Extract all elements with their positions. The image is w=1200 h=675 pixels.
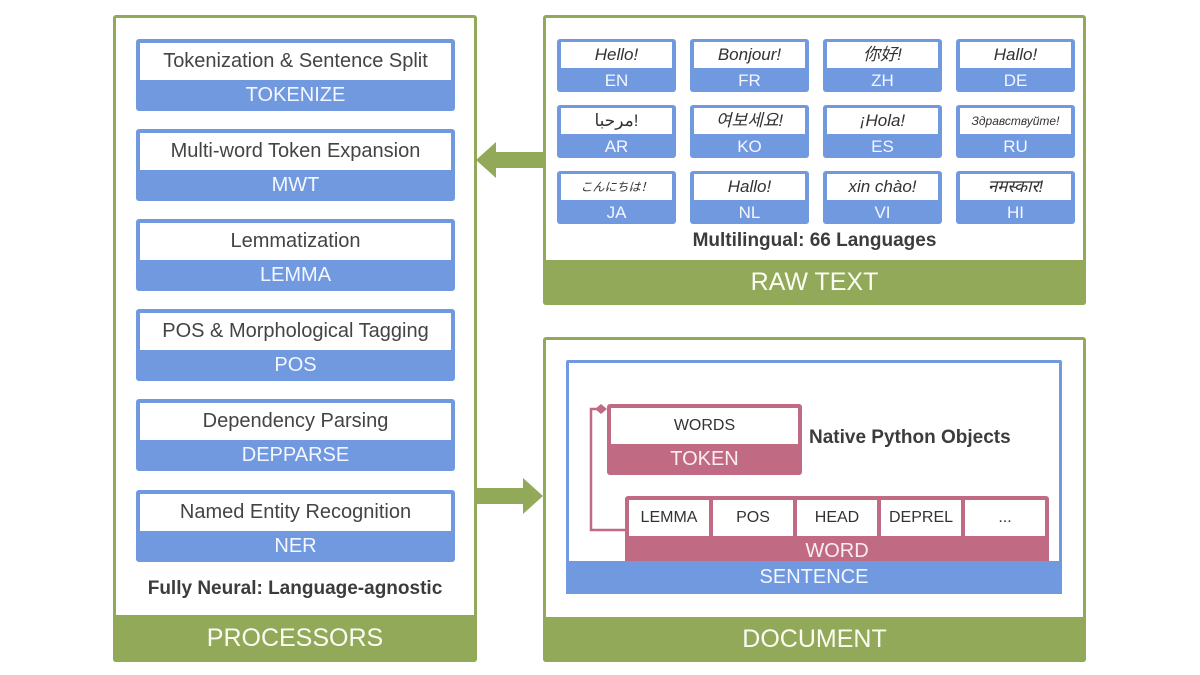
- sentence-box: WORDS TOKEN Native Python Objects LEMMA …: [566, 360, 1062, 594]
- greeting: Hello!: [561, 42, 672, 68]
- language-tile-ar: مرحبا! AR: [557, 105, 676, 158]
- greeting: مرحبا!: [561, 108, 672, 134]
- language-tile-vi: xin chào! VI: [823, 171, 942, 224]
- processor-code: LEMMA: [259, 264, 332, 286]
- greeting: Bonjour!: [694, 42, 805, 68]
- language-code: KO: [737, 137, 762, 156]
- token-field-words: WORDS: [611, 408, 798, 444]
- language-code: NL: [738, 203, 761, 222]
- language-tile-ko: 여보세요! KO: [690, 105, 809, 158]
- processor-description: Dependency Parsing: [140, 403, 451, 440]
- language-tile-en: Hello! EN: [557, 39, 676, 92]
- greeting: ¡Hola!: [827, 108, 938, 134]
- word-label: WORD: [805, 540, 869, 562]
- language-tile-ru: Здравствуйте! RU: [956, 105, 1075, 158]
- word-field-more: ...: [965, 500, 1045, 536]
- language-tile-fr: Bonjour! FR: [690, 39, 809, 92]
- greeting: 你好!: [827, 42, 938, 68]
- processor-ner: Named Entity Recognition NER: [136, 490, 455, 562]
- language-code: EN: [604, 71, 629, 90]
- language-tile-zh: 你好! ZH: [823, 39, 942, 92]
- processor-depparse: Dependency Parsing DEPPARSE: [136, 399, 455, 471]
- document-title: DOCUMENT: [543, 617, 1086, 662]
- language-code: DE: [1003, 71, 1028, 90]
- language-code: HI: [1007, 203, 1024, 222]
- language-code: ES: [871, 137, 894, 156]
- processors-caption: Fully Neural: Language-agnostic: [147, 578, 443, 599]
- language-tile-nl: Hallo! NL: [690, 171, 809, 224]
- processor-description: Named Entity Recognition: [140, 494, 451, 531]
- processor-code: POS: [274, 354, 317, 376]
- processor-mwt: Multi-word Token Expansion MWT: [136, 129, 455, 201]
- token-word-connector: [589, 404, 626, 532]
- processor-code: MWT: [271, 174, 320, 196]
- language-code: RU: [1003, 137, 1028, 156]
- language-tile-hi: नमस्कार! HI: [956, 171, 1075, 224]
- raw-text-title: RAW TEXT: [543, 260, 1086, 305]
- processor-tokenize: Tokenization & Sentence Split TOKENIZE: [136, 39, 455, 111]
- language-tile-ja: こんにちは！ JA: [557, 171, 676, 224]
- processors-panel: Tokenization & Sentence Split TOKENIZE M…: [113, 15, 477, 662]
- token-object: WORDS TOKEN: [607, 404, 802, 475]
- greeting: Hallo!: [694, 174, 805, 200]
- language-code: JA: [606, 203, 627, 222]
- diamond-icon: [595, 404, 607, 414]
- document-panel: WORDS TOKEN Native Python Objects LEMMA …: [543, 337, 1086, 662]
- right-arrow-icon: [477, 478, 543, 514]
- left-arrow-icon: [476, 142, 544, 178]
- word-object: LEMMA POS HEAD DEPREL ... WORD: [625, 496, 1049, 566]
- processor-code: NER: [274, 535, 317, 557]
- processor-description: POS & Morphological Tagging: [140, 313, 451, 350]
- language-tile-es: ¡Hola! ES: [823, 105, 942, 158]
- sentence-label: SENTENCE: [566, 561, 1062, 594]
- greeting: नमस्कार!: [960, 174, 1071, 200]
- greeting: Здравствуйте!: [960, 108, 1071, 134]
- word-field-pos: POS: [713, 500, 793, 536]
- processor-description: Lemmatization: [140, 223, 451, 260]
- greeting: Hallo!: [960, 42, 1071, 68]
- processor-description: Tokenization & Sentence Split: [140, 43, 451, 80]
- language-code: ZH: [871, 71, 894, 90]
- raw-text-panel: Hello! EN Bonjour! FR 你好! ZH Hallo! DE م…: [543, 15, 1086, 305]
- language-code: VI: [874, 203, 891, 222]
- processor-description: Multi-word Token Expansion: [140, 133, 451, 170]
- processor-code: TOKENIZE: [245, 84, 346, 106]
- greeting: こんにちは！: [561, 174, 672, 200]
- word-field-deprel: DEPREL: [881, 500, 961, 536]
- language-code: FR: [738, 71, 761, 90]
- word-field-head: HEAD: [797, 500, 877, 536]
- language-code: AR: [604, 137, 629, 156]
- processor-code: DEPPARSE: [241, 444, 350, 466]
- greeting: xin chào!: [827, 174, 938, 200]
- token-label: TOKEN: [670, 448, 739, 470]
- greeting: 여보세요!: [694, 108, 805, 134]
- processors-title: PROCESSORS: [113, 615, 477, 662]
- language-tile-de: Hallo! DE: [956, 39, 1075, 92]
- processor-pos: POS & Morphological Tagging POS: [136, 309, 455, 381]
- document-caption: Native Python Objects: [809, 427, 1011, 448]
- processor-lemma: Lemmatization LEMMA: [136, 219, 455, 291]
- raw-text-caption: Multilingual: 66 Languages: [692, 230, 937, 251]
- word-field-lemma: LEMMA: [629, 500, 709, 536]
